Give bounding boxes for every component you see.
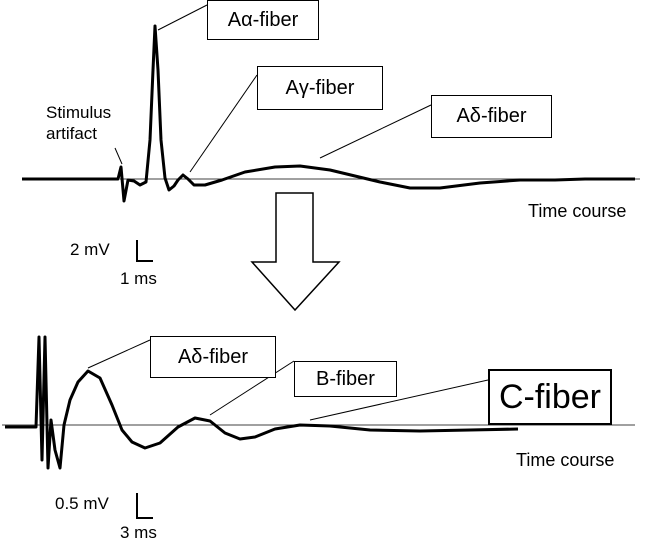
- pointer-a-alpha: [157, 4, 208, 31]
- bottom-scale-bar: [136, 493, 153, 519]
- top-waveform: [22, 24, 635, 203]
- c-fiber-box: C-fiber: [488, 369, 612, 425]
- scale-voltage-label-top: 2 mV: [70, 240, 110, 259]
- pointer-stimulus: [114, 147, 123, 165]
- b-fiber-box: B-fiber: [294, 361, 397, 397]
- a-delta-fiber-label-top: Aδ-fiber: [456, 105, 527, 127]
- a-delta-fiber-box-top: Aδ-fiber: [431, 95, 552, 138]
- a-alpha-fiber-label: Aα-fiber: [227, 8, 299, 31]
- pointer-a-delta-bottom: [87, 339, 151, 369]
- down-arrow-icon: [250, 192, 341, 312]
- scale-voltage-label-bottom: 0.5 mV: [55, 494, 109, 513]
- scale-time-label-bottom: 3 ms: [120, 523, 157, 542]
- pointer-c-fiber: [309, 379, 489, 421]
- scale-time-label-top: 1 ms: [120, 269, 157, 288]
- a-delta-fiber-box-bottom: Aδ-fiber: [150, 336, 276, 378]
- a-alpha-fiber-box: Aα-fiber: [207, 0, 319, 40]
- pointer-b-fiber: [209, 360, 295, 416]
- stimulus-artifact-label: Stimulus artifact: [46, 103, 112, 143]
- pointer-a-gamma: [189, 74, 258, 173]
- pointer-a-delta-top: [319, 104, 432, 159]
- time-course-label-bottom: Time course: [516, 450, 615, 470]
- a-delta-fiber-label-bottom: Aδ-fiber: [177, 345, 249, 368]
- time-course-label-top: Time course: [528, 201, 627, 221]
- a-gamma-fiber-box: Aγ-fiber: [257, 66, 383, 110]
- c-fiber-label: C-fiber: [498, 377, 602, 416]
- top-scale-bar: [136, 240, 153, 262]
- a-gamma-fiber-label: Aγ-fiber: [285, 76, 355, 99]
- bottom-waveform: [5, 335, 519, 470]
- b-fiber-label: B-fiber: [316, 367, 375, 390]
